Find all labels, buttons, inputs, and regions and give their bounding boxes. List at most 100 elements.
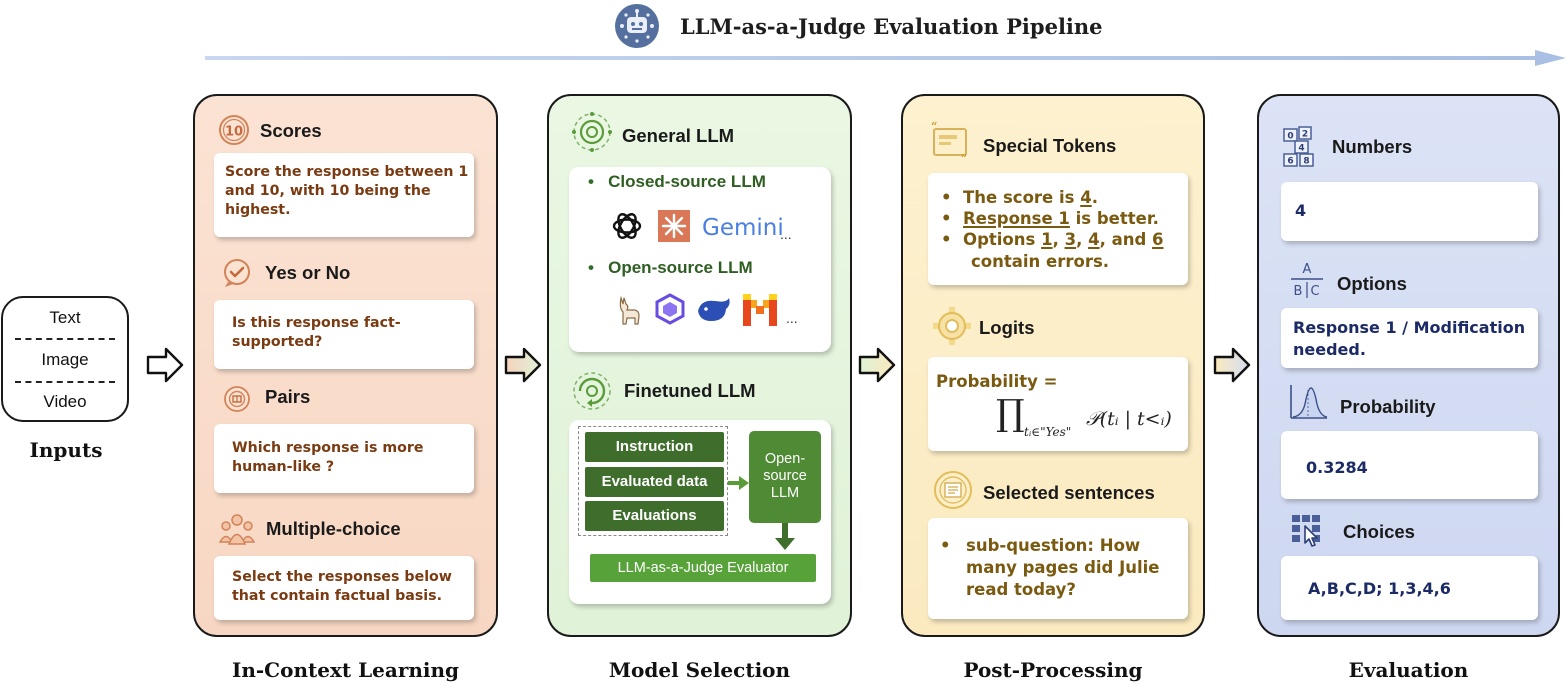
token-options-sep: , and bbox=[1099, 230, 1153, 249]
pipeline-title: LLM-as-a-Judge Evaluation Pipeline bbox=[680, 14, 1103, 39]
selected-sentences-icon bbox=[934, 471, 972, 509]
input-image: Image bbox=[41, 350, 89, 369]
token-score-end: . bbox=[1091, 188, 1098, 207]
numbers-icon-digit: 4 bbox=[1298, 144, 1304, 154]
product-symbol: ∏ bbox=[996, 393, 1025, 434]
closed-ellipsis: ... bbox=[780, 226, 792, 242]
gemini-logo-text: Gemini bbox=[702, 215, 784, 241]
logits-card: Probability = ∏ tᵢ∈"Yes" 𝒫(tᵢ | t<ᵢ) bbox=[928, 357, 1188, 451]
check-chat-icon bbox=[224, 259, 250, 287]
icl-label: In-Context Learning bbox=[231, 658, 460, 682]
down-arrow-icon bbox=[775, 523, 795, 550]
finetune-inputs-group bbox=[578, 426, 728, 536]
general-llm-title: General LLM bbox=[622, 125, 735, 146]
general-llm-card bbox=[569, 167, 831, 352]
input-text: Text bbox=[49, 308, 81, 327]
closed-source-label: • Closed-source LLM bbox=[588, 172, 766, 191]
token-options-end: contain errors. bbox=[971, 252, 1110, 271]
numbers-grid-icon: 0 2 4 6 8 bbox=[1283, 126, 1314, 167]
probability-label: Probability = bbox=[936, 372, 1058, 391]
token-line-options: • Options 1, 3, 4, and 6 bbox=[941, 230, 1164, 249]
mistral-logo-icon bbox=[743, 294, 777, 326]
pipeline-arrow bbox=[205, 50, 1566, 66]
icl-scores-card: Score the response between 1 and 10, wit… bbox=[214, 153, 474, 237]
token-response-text: is better. bbox=[1069, 209, 1159, 228]
token-score-value: 4 bbox=[1080, 188, 1092, 207]
finetune-arrow-icon bbox=[728, 476, 749, 490]
icl-scores-title: Scores bbox=[260, 120, 322, 141]
options-icon-letter: B bbox=[1294, 284, 1303, 299]
input-divider bbox=[15, 381, 115, 383]
icl-yesno-text: Is this response fact-supported? bbox=[232, 315, 401, 350]
open-source-llm-box: Open-source LLM bbox=[749, 431, 821, 523]
options-icon-letter: A bbox=[1303, 262, 1312, 277]
flow-arrow-icon bbox=[504, 347, 542, 383]
choices-card: A,B,C,D; 1,3,4,6 bbox=[1281, 556, 1538, 620]
selected-sentence-text: sub-question: How many pages did Julie r… bbox=[966, 536, 1160, 599]
icl-yesno-title: Yes or No bbox=[265, 262, 351, 283]
selected-sentences-card: • sub-question: How many pages did Julie… bbox=[928, 518, 1188, 619]
numbers-title: Numbers bbox=[1332, 136, 1413, 157]
icl-multiple-text: Select the responses below that contain … bbox=[232, 569, 452, 604]
open-source-label: • Open-source LLM bbox=[588, 258, 753, 277]
icl-pairs-text: Which response is more human-like ? bbox=[232, 440, 424, 475]
model-selection-label: Model Selection bbox=[608, 658, 791, 682]
instruction-block: Instruction bbox=[585, 432, 724, 462]
icl-scores-text: Score the response between 1 and 10, wit… bbox=[225, 164, 469, 218]
special-tokens-card: • The score is 4. • Response 1 is better… bbox=[928, 173, 1188, 285]
input-divider bbox=[15, 338, 115, 340]
evaluated-data-block: Evaluated data bbox=[585, 467, 724, 497]
closed-source-text: Closed-source LLM bbox=[608, 172, 766, 191]
token-score-text: The score is bbox=[963, 188, 1081, 207]
flow-arrow-icon bbox=[858, 347, 896, 383]
input-video: Video bbox=[43, 392, 87, 411]
options-title: Options bbox=[1337, 273, 1407, 294]
icl-pairs-title: Pairs bbox=[265, 386, 311, 407]
robot-icon bbox=[615, 4, 659, 48]
icl-pairs-card: Which response is more human-like ? bbox=[214, 424, 474, 493]
numbers-icon-digit: 2 bbox=[1302, 130, 1308, 140]
product-subscript: tᵢ∈"Yes" bbox=[1024, 425, 1072, 439]
token-options-sep: , bbox=[1052, 230, 1065, 249]
open-source-text: Open-source LLM bbox=[608, 258, 753, 277]
flow-arrow-icon bbox=[146, 347, 184, 383]
choices-value: A,B,C,D; 1,3,4,6 bbox=[1308, 579, 1451, 598]
inputs-label: Inputs bbox=[29, 438, 103, 462]
selected-sentences-title: Selected sentences bbox=[983, 482, 1155, 503]
multiple-choice-people-icon bbox=[218, 514, 256, 545]
finetuned-llm-icon bbox=[573, 372, 611, 410]
post-processing-label: Post-Processing bbox=[963, 658, 1143, 682]
options-value: Response 1 / Modification needed. bbox=[1293, 318, 1526, 359]
numbers-icon-digit: 6 bbox=[1287, 157, 1293, 167]
token-option-4: 4 bbox=[1088, 230, 1100, 249]
numbers-icon-digit: 0 bbox=[1287, 132, 1293, 142]
special-tokens-title: Special Tokens bbox=[983, 135, 1117, 156]
claude-logo-icon bbox=[658, 210, 690, 242]
token-option-6: 6 bbox=[1152, 230, 1164, 249]
svg-text:“: “ bbox=[931, 121, 937, 133]
options-card: Response 1 / Modification needed. bbox=[1281, 308, 1538, 368]
icl-multiple-card: Select the responses below that contain … bbox=[214, 556, 474, 620]
llama-logo-icon bbox=[619, 295, 640, 325]
numbers-value: 4 bbox=[1295, 201, 1307, 220]
open-ellipsis: ... bbox=[786, 310, 798, 326]
inputs-box: Text Image Video bbox=[1, 296, 129, 422]
options-icon-letter: C bbox=[1310, 284, 1319, 299]
token-options-sep: , bbox=[1076, 230, 1089, 249]
llm-judge-evaluator-block: LLM-as-a-Judge Evaluator bbox=[590, 554, 816, 582]
choices-pointer-icon bbox=[1292, 515, 1320, 547]
probability-value: 0.3284 bbox=[1306, 458, 1368, 477]
qwen-logo-icon bbox=[655, 293, 685, 325]
choices-title: Choices bbox=[1343, 521, 1415, 542]
numbers-icon-digit: 8 bbox=[1303, 157, 1309, 167]
token-line-score: • The score is 4. bbox=[941, 188, 1098, 207]
evaluations-block: Evaluations bbox=[585, 501, 724, 531]
flow-arrow-icon bbox=[1213, 347, 1251, 383]
probability-card: 0.3284 bbox=[1281, 431, 1538, 499]
icl-multiple-title: Multiple-choice bbox=[266, 518, 401, 539]
logits-title: Logits bbox=[979, 317, 1035, 338]
token-response-value: Response 1 bbox=[963, 209, 1070, 228]
token-option-3: 3 bbox=[1064, 230, 1077, 249]
score-ten-icon: 10 bbox=[219, 115, 249, 145]
logits-gear-icon bbox=[933, 307, 971, 345]
